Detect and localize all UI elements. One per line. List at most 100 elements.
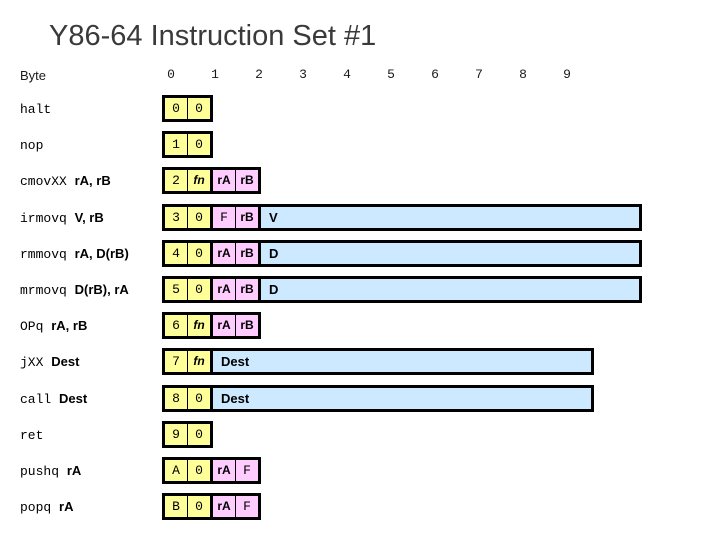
byte-number: 0: [167, 67, 175, 82]
encoding-cell: rA: [213, 279, 235, 300]
instruction-mnemonic: popq: [20, 500, 60, 515]
encoding-cell: 0: [187, 207, 210, 228]
encoding-cell: 0: [187, 496, 210, 517]
instruction-mnemonic: cmovXX: [20, 174, 75, 189]
encoding-group: D: [258, 240, 642, 267]
instruction-operands: rA, D(rB): [74, 246, 129, 261]
encoding-cell: 0: [165, 98, 187, 119]
byte-number: 2: [255, 67, 263, 82]
instruction-label: ret: [20, 421, 43, 448]
encoding-cell: V: [261, 207, 639, 228]
instruction-mnemonic: mrmovq: [20, 283, 75, 298]
instruction-mnemonic: pushq: [20, 464, 67, 479]
instruction-mnemonic: halt: [20, 102, 52, 117]
encoding-cell: Dest: [213, 351, 591, 372]
encoding-cell: rB: [235, 207, 258, 228]
encoding-cell: rB: [235, 243, 258, 264]
encoding-cell: 7: [165, 351, 187, 372]
encoding-cell: rB: [235, 279, 258, 300]
instruction-operands: Dest: [59, 391, 88, 406]
encoding-group: Dest: [210, 348, 594, 375]
instruction-label: halt: [20, 95, 51, 122]
instruction-operands: rA: [59, 499, 74, 514]
encoding-cell: rA: [213, 460, 235, 481]
encoding-group: Dest: [210, 385, 594, 412]
instruction-label: rmmovq rA, D(rB): [20, 240, 129, 267]
encoding-cell: 0: [187, 460, 210, 481]
encoding-cell: rA: [213, 170, 235, 191]
byte-number: 6: [431, 67, 439, 82]
instruction-mnemonic: irmovq: [20, 211, 75, 226]
encoding-cell: 4: [165, 243, 187, 264]
byte-number: 9: [563, 67, 571, 82]
byte-number: 8: [519, 67, 527, 82]
instruction-operands: Dest: [51, 354, 80, 369]
encoding-cell: Dest: [213, 388, 591, 409]
instruction-mnemonic: ret: [20, 428, 44, 443]
encoding-cell: A: [165, 460, 187, 481]
encoding-cell: 0: [187, 98, 210, 119]
instruction-label: mrmovq D(rB), rA: [20, 276, 129, 303]
instruction-operands: rA: [66, 463, 82, 478]
encoding-cell: 0: [187, 134, 210, 155]
instruction-operands: D(rB), rA: [74, 282, 129, 297]
encoding-cell: 2: [165, 170, 187, 191]
instruction-mnemonic: call: [20, 392, 60, 407]
encoding-cell: 1: [165, 134, 187, 155]
encoding-cell: rB: [235, 315, 258, 336]
encoding-cell: rA: [213, 243, 235, 264]
page-title: Y86-64 Instruction Set #1: [49, 20, 377, 52]
encoding-cell: 6: [165, 315, 187, 336]
encoding-cell: F: [235, 496, 258, 517]
byte-number: 4: [343, 67, 351, 82]
encoding-cell: 0: [187, 388, 210, 409]
encoding-cell: 5: [165, 279, 187, 300]
encoding-cell: 3: [165, 207, 187, 228]
instruction-operands: rA, rB: [74, 173, 111, 188]
encoding-cell: F: [235, 460, 258, 481]
encoding-cell: 0: [187, 279, 210, 300]
encoding-cell: 9: [165, 424, 187, 445]
encoding-cell: 8: [165, 388, 187, 409]
byte-number: 5: [387, 67, 395, 82]
instruction-mnemonic: rmmovq: [20, 247, 75, 262]
instruction-mnemonic: nop: [20, 138, 44, 153]
instruction-label: jXX Dest: [20, 348, 79, 375]
encoding-cell: D: [261, 279, 639, 300]
encoding-cell: D: [261, 243, 639, 264]
instruction-label: pushq rA: [20, 457, 81, 484]
encoding-cell: fn: [187, 315, 210, 336]
encoding-cell: B: [165, 496, 187, 517]
encoding-group: V: [258, 204, 642, 231]
